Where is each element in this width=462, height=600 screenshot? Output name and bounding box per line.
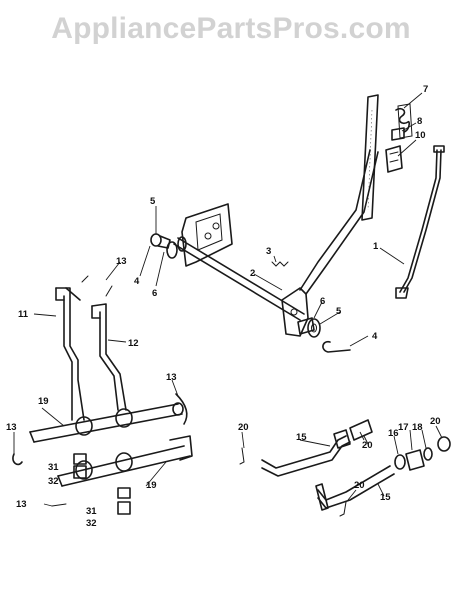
callout-7: 7 (423, 84, 428, 95)
callout-31-upper: 31 (48, 462, 59, 473)
site-watermark: AppliancePartsPros.com (51, 12, 411, 45)
cotter-pins-part-20 (239, 435, 369, 517)
callout-13-top: 13 (116, 256, 127, 267)
callout-4-lower: 4 (372, 331, 378, 342)
callout-12: 12 (128, 338, 139, 349)
callout-4-upper: 4 (134, 276, 140, 287)
handle-mount (281, 287, 315, 337)
bushings-part-31-32 (73, 453, 131, 515)
cross-shaft-part-2 (166, 236, 305, 321)
callout-20-mid: 20 (362, 440, 373, 451)
callout-6-upper: 6 (152, 288, 157, 299)
lift-arm-part-12 (91, 303, 127, 411)
lift-arm-part-11 (55, 287, 85, 421)
callout-17: 17 (398, 422, 409, 433)
lift-handle (299, 94, 379, 295)
callout-3: 3 (266, 246, 271, 257)
spring-part-7 (395, 103, 413, 139)
washer-part-6 (307, 318, 321, 338)
callout-13-right: 13 (166, 372, 177, 383)
callout-15-lower: 15 (380, 492, 391, 503)
callout-13-bottom: 13 (16, 499, 27, 510)
callout-20-bottom: 20 (354, 480, 365, 491)
pin-part-4 (322, 340, 351, 353)
callout-6-lower: 6 (320, 296, 325, 307)
callout-labels: 7 8 10 1 2 3 5 4 6 6 5 4 13 11 12 13 13 … (6, 84, 441, 529)
callout-31-lower: 31 (86, 506, 97, 517)
lift-rod-part-1 (395, 145, 445, 299)
callout-19-lower: 19 (146, 480, 157, 491)
callout-32-upper: 32 (48, 476, 59, 487)
callout-16: 16 (388, 428, 399, 439)
callout-20-left: 20 (238, 422, 249, 433)
hitch-pins-part-13 (12, 275, 188, 507)
callout-5-lower: 5 (336, 306, 342, 317)
upper-axle-bar (29, 402, 184, 443)
clip-part-8 (391, 127, 405, 141)
callout-32-lower: 32 (86, 518, 97, 529)
rod-part-15-upper (261, 419, 373, 477)
callout-11: 11 (18, 309, 29, 320)
pivot-bracket (181, 203, 233, 267)
callout-2: 2 (250, 268, 255, 279)
callout-10: 10 (415, 130, 426, 141)
callout-8: 8 (417, 116, 422, 127)
fittings-part-16-17-18 (394, 436, 451, 471)
knob-part-10 (385, 145, 403, 173)
callout-5-upper: 5 (150, 196, 156, 207)
callout-15-upper: 15 (296, 432, 307, 443)
callout-13-left: 13 (6, 422, 17, 433)
callout-19-upper: 19 (38, 396, 49, 407)
leader-lines (13, 92, 443, 507)
callout-20-right: 20 (430, 416, 441, 427)
callout-1: 1 (373, 241, 379, 252)
rod-part-15-lower (315, 465, 395, 511)
lower-axle-bar (57, 435, 193, 487)
callout-18: 18 (412, 422, 423, 433)
spring-part-3 (271, 261, 289, 267)
